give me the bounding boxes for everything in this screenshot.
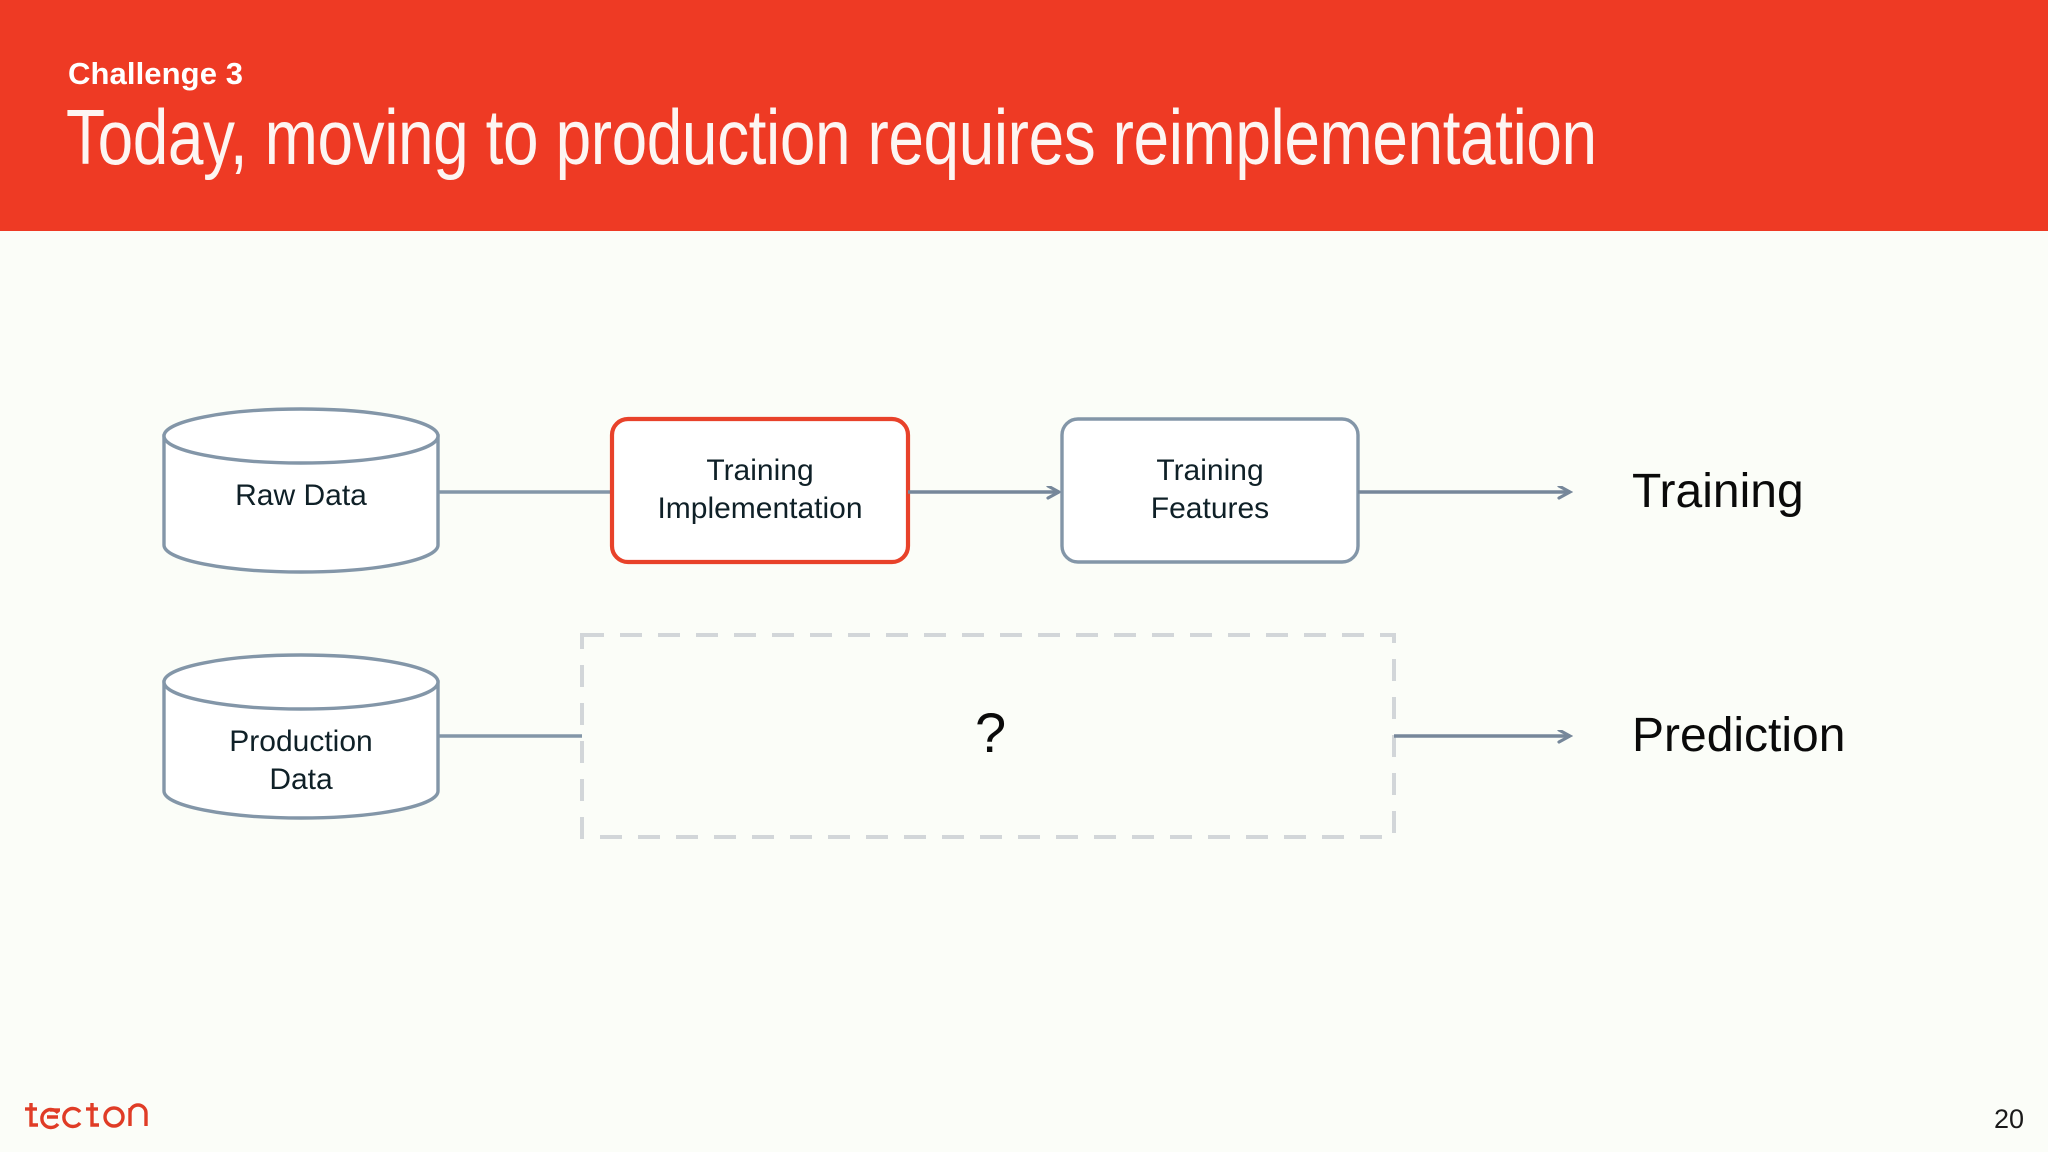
slide-header-band: Challenge 3 Today, moving to production … (0, 0, 2048, 231)
cylinder-production-data (162, 653, 440, 820)
page-number: 20 (1993, 1104, 2024, 1134)
node-training-implementation[interactable] (609, 416, 911, 565)
outcome-label-prediction: Prediction (1632, 709, 1846, 762)
outcome-label-training: Training (1632, 465, 1804, 518)
node-training-features[interactable] (1060, 417, 1360, 564)
cylinder-raw-data (162, 407, 440, 574)
page-title: Today, moving to production requires rei… (66, 93, 1597, 181)
label-unknown-question-mark: ? (975, 701, 1007, 764)
slide-eyebrow: Challenge 3 (68, 56, 244, 91)
tecton-logo[interactable] (22, 1100, 150, 1134)
